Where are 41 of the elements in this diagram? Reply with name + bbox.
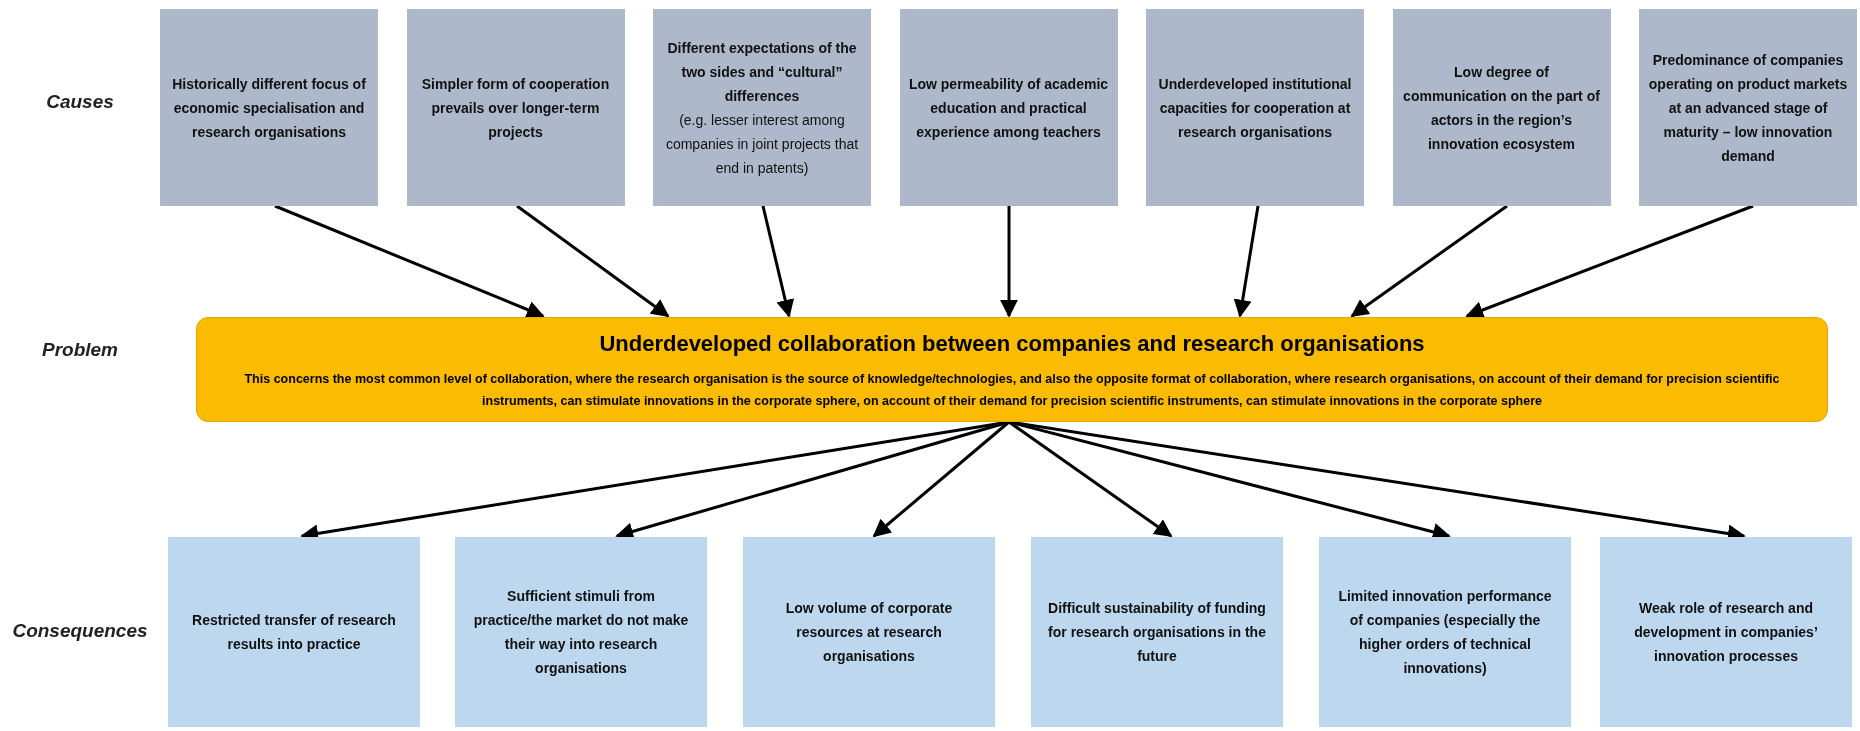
box-text: Historically different focus of economic specialisation and research organisations [171,74,367,142]
box-text: Limited innovation performance of companies (especially the higher orders of technical innovations) [1337,587,1553,678]
arrow [761,205,795,318]
box-text: Underdeveloped institutional capacities for cooperation at research organisations [1157,74,1353,142]
cause-box [1639,9,1857,206]
arrow [516,204,670,318]
arrow [872,420,1010,538]
problem-box [196,317,1828,422]
box-text: Restricted transfer of research results into practice [191,611,397,654]
box-text: Low degree of communication on the part of actors in the region’s innovation ecosystem [1402,62,1601,154]
consequence-box [1600,537,1852,727]
box-text: Weak role of research and development in companies’ innovation processes [1633,599,1819,666]
row-label: Problem [41,338,119,362]
box-text: Predominance of companies operating on product markets at an advanced stage of maturity – low innovation demand [1647,50,1849,166]
cause-box [653,9,871,206]
cause-box [1146,9,1364,206]
box-text: Different expectations of the two sides and “cultural” differences [666,38,858,106]
box-text: Sufficient stimuli from practice/the market do not make their way into research organisations [472,587,690,678]
cause-box [1392,9,1611,206]
consequence-box [168,537,420,727]
cause-box [160,9,378,206]
box-text: Difficult sustainability of funding for research organisations in the future [1047,599,1267,666]
box-note: (e.g. lesser interest among companies in joint projects that end in patents) [664,110,860,178]
problem-description: This concerns the most common level of collaboration, where the research organisation is the source of knowledge/technologies, and also the opposite format of collaboration, where research organisations, on account of their demand for precision scientific instruments, can stimulate innovations in the corporate sphere, on account of their demand for precision scientific instruments, can stimulate innovations in the corporate sphere [243,371,1781,410]
consequence-box [455,537,707,727]
row-label: Causes [45,90,115,114]
cause-box [899,9,1118,206]
arrow [1000,206,1018,318]
consequence-box [743,537,995,727]
row-label: Consequences [11,619,149,643]
arrow [274,204,545,319]
box-text: Low permeability of academic education and practical experience among teachers [907,74,1110,142]
consequence-box [1031,537,1283,727]
cause-box [406,9,625,206]
problem-title: Underdeveloped collaboration between companies and research organisations [599,330,1425,358]
consequence-box [1319,537,1571,727]
arrow [1350,204,1508,318]
box-text: Low volume of corporate resources at research organisations [784,599,954,666]
box-text: Simpler form of cooperation prevails over longer-term projects [420,74,611,142]
arrow [1233,205,1260,318]
arrow [1465,204,1754,319]
